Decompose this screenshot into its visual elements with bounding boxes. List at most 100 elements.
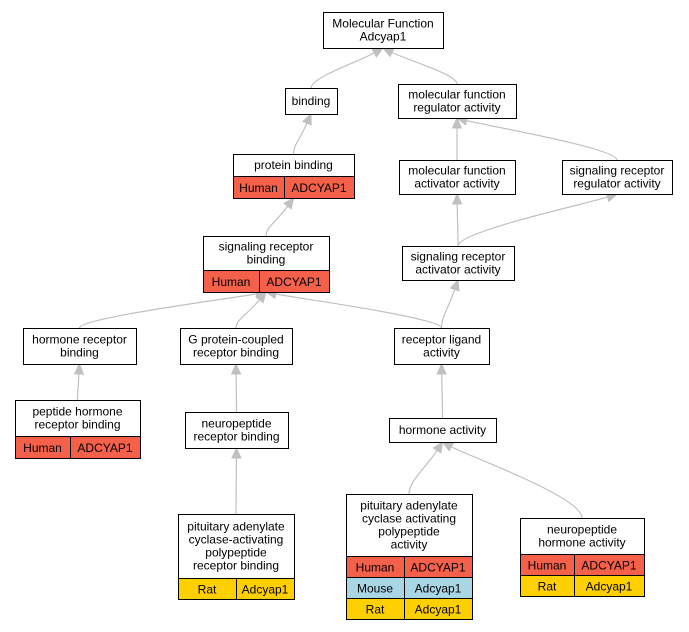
edge-line xyxy=(391,51,458,85)
term-label: hormone activity xyxy=(538,536,625,550)
arrowhead-icon xyxy=(301,112,312,126)
edge-line xyxy=(440,289,456,329)
edge-rla-to-srb xyxy=(264,288,443,329)
gene-label: Adcyap1 xyxy=(242,583,289,597)
gene-label: ADCYAP1 xyxy=(581,559,636,573)
arrowhead-icon xyxy=(73,362,85,375)
gene-label: Adcyap1 xyxy=(415,582,462,596)
term-box xyxy=(178,514,295,579)
term-label: cyclase activating xyxy=(362,512,456,526)
edge-line xyxy=(441,373,444,419)
edge-line xyxy=(78,293,257,329)
edge-line xyxy=(457,196,608,247)
edge-binding-to-root xyxy=(310,47,385,89)
edges-layer xyxy=(73,47,619,519)
term-node-pacap_rb[interactable]: pituitary adenylatecyclase-activatingpol… xyxy=(178,514,295,600)
term-node-binding[interactable]: binding xyxy=(285,88,338,115)
gene-label: ADCYAP1 xyxy=(410,561,465,575)
term-box xyxy=(180,328,293,365)
term-label: receptor binding xyxy=(193,559,279,573)
arrowhead-icon xyxy=(451,116,463,129)
term-label: binding xyxy=(60,346,99,360)
edge-line xyxy=(292,122,308,155)
edge-gpcr-to-srb xyxy=(235,291,267,329)
edge-nrb-to-gpcr xyxy=(230,362,242,413)
term-box xyxy=(402,246,515,281)
gene-label: ADCYAP1 xyxy=(77,441,132,455)
species-label: Mouse xyxy=(357,582,393,596)
species-label: Rat xyxy=(366,603,385,617)
term-label: neuropeptide xyxy=(547,523,617,537)
arrowhead-icon xyxy=(255,291,267,304)
edge-line xyxy=(456,203,459,247)
edge-line xyxy=(310,52,375,89)
term-label: receptor binding xyxy=(193,430,279,444)
term-label: activity xyxy=(391,538,428,552)
term-box xyxy=(346,494,473,557)
term-label: neuropeptide xyxy=(201,417,271,431)
term-label: hormone activity xyxy=(399,423,486,437)
term-box xyxy=(394,328,490,365)
edge-mfra-to-root xyxy=(381,47,458,85)
species-label: Human xyxy=(528,559,567,573)
species-label: Rat xyxy=(538,580,557,594)
term-label: Adcyap1 xyxy=(360,30,407,44)
arrowhead-icon xyxy=(283,197,295,210)
term-label: activator activity xyxy=(415,263,500,277)
term-label: signaling receptor xyxy=(570,164,665,178)
gene-cell xyxy=(404,598,473,620)
term-node-ha[interactable]: hormone activity xyxy=(389,418,497,443)
edge-pacap_rb-to-nrb xyxy=(231,446,242,515)
edge-line xyxy=(76,373,80,401)
term-box xyxy=(398,84,517,119)
edge-line xyxy=(275,293,443,329)
edge-srra-to-mfra xyxy=(455,115,618,161)
edge-phrb-to-hrb xyxy=(73,362,85,401)
term-label: hormone receptor xyxy=(32,333,127,347)
term-label: polypeptide xyxy=(378,525,440,539)
term-label: regulator activity xyxy=(573,177,660,191)
edge-rla-to-sraa xyxy=(440,278,460,329)
gene-label: ADCYAP1 xyxy=(266,275,321,289)
edge-line xyxy=(466,119,618,161)
term-label: regulator activity xyxy=(413,101,500,115)
term-box xyxy=(15,400,141,437)
edge-line xyxy=(450,446,583,519)
term-label: peptide hormone xyxy=(32,405,122,419)
term-label: signaling receptor xyxy=(411,250,506,264)
term-box xyxy=(23,328,137,365)
species-label: Rat xyxy=(198,583,217,597)
gene-label: ADCYAP1 xyxy=(291,181,346,195)
term-label: polypeptide xyxy=(205,546,267,560)
gene-cell xyxy=(70,436,141,459)
term-label: binding xyxy=(292,94,331,108)
term-label: G protein-coupled xyxy=(188,333,283,347)
arrowhead-icon xyxy=(449,278,460,292)
edge-sraa-to-srra xyxy=(457,192,619,247)
arrowhead-icon xyxy=(371,47,385,58)
term-label: activity xyxy=(423,346,460,360)
term-label: pituitary adenylate xyxy=(360,499,458,513)
gene-cell xyxy=(284,176,355,199)
species-label: Human xyxy=(23,441,62,455)
term-label: molecular function xyxy=(408,88,505,102)
arrowhead-icon xyxy=(381,47,395,58)
species-label: Human xyxy=(356,561,395,575)
edge-sraa-to-mfaa xyxy=(451,192,463,247)
